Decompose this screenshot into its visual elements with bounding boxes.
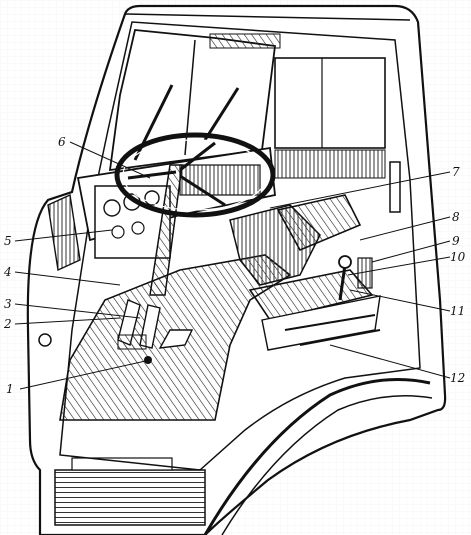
steering-spoke-3 [179,141,216,172]
cab-roof-line [124,13,411,21]
callout-4: 4 [3,265,12,279]
leader-3 [14,303,141,319]
rear-window [274,57,386,149]
leader-2 [14,317,121,325]
gear-knob [338,255,352,269]
door-handle [389,161,401,213]
callout-3: 3 [4,297,12,311]
gauge-4 [111,225,125,239]
rear-panel-hatch [274,149,386,179]
gear-lever [338,264,347,301]
callout-6: 6 [58,135,66,149]
callout-5: 5 [4,234,12,248]
steering-wheel [114,132,276,218]
sun-visor-hatch [209,33,281,49]
wiper-right [203,87,240,141]
leader-10 [347,256,451,276]
callout-11: 11 [450,304,465,318]
accelerator-pedal [158,329,194,349]
leader-6 [69,141,151,179]
gauge-1 [103,199,121,217]
wheel-arch [203,377,431,535]
leader-4 [14,271,121,286]
door-step-plate [71,457,173,471]
steering-wheel-inner [122,139,268,211]
hinge-bolt [38,333,52,347]
leader-11 [349,289,451,312]
driver-seat [276,194,362,252]
gauge-5 [131,221,145,235]
callout-10: 10 [450,250,466,264]
mirror-bracket [47,193,81,272]
seat-rail-2 [299,329,381,346]
callout-8: 8 [452,210,460,224]
callout-12: 12 [450,371,465,385]
callout-9: 9 [452,234,460,248]
door-step [54,469,206,526]
leader-7 [269,171,451,209]
door-opening [59,21,421,471]
leader-1 [19,359,151,390]
steering-spoke-1 [127,170,177,180]
leader-8 [359,216,451,241]
leader-lines [14,141,451,390]
leader-12 [329,344,451,379]
leader-9 [371,240,451,263]
leader-5 [14,229,113,242]
callout-7: 7 [452,165,460,179]
steering-spoke-2 [179,174,226,207]
dash-glovebox [179,164,261,196]
callout-1: 1 [6,382,14,396]
wheel-arch-inner [221,394,433,535]
pedal-pad [117,334,147,350]
seat-rail-1 [284,314,376,331]
callout-2: 2 [3,317,12,331]
